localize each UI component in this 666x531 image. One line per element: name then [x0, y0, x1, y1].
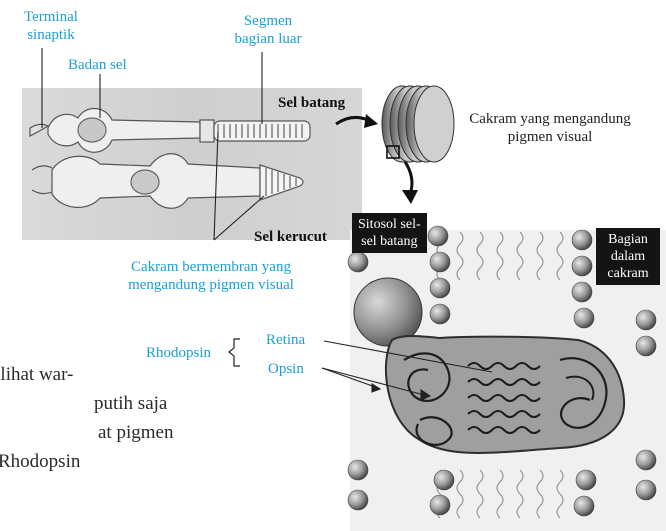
label-cakram-line1: Cakram yang mengandung [450, 110, 650, 128]
label-terminal-sinaptik: Terminal sinaptik [24, 8, 78, 44]
disc-stack [382, 86, 454, 162]
arrow-down-to-membrane [402, 160, 418, 204]
body-text-fragment: elihat war- putih saja at pigmen Rhodops… [0, 360, 348, 490]
label-cakram-pigmen: Cakram yang mengandung pigmen visual [450, 110, 650, 146]
body-text-line-3: at pigmen [98, 418, 173, 447]
label-bermembran-line1: Cakram bermembran yang [86, 258, 336, 276]
label-segmen-line2: bagian luar [218, 30, 318, 48]
label-bagian-dalam: Bagian dalam cakram [596, 228, 660, 285]
label-bermembran-line2: mengandung pigmen visual [86, 276, 336, 294]
label-segmen-line1: Segmen [218, 12, 318, 30]
label-terminal-line1: Terminal [24, 8, 78, 26]
label-sitosol-line1: Sitosol sel- [358, 216, 421, 233]
label-segmen-bagian-luar: Segmen bagian luar [218, 12, 318, 48]
label-bagian-line1: Bagian [602, 231, 654, 248]
body-text-line-1: elihat war- [0, 360, 73, 389]
label-sitosol: Sitosol sel- sel batang [352, 213, 427, 253]
body-text-line-4: Rhodopsin [0, 447, 80, 476]
label-sitosol-line2: sel batang [358, 233, 421, 250]
label-cakram-bermembran: Cakram bermembran yang mengandung pigmen… [86, 258, 336, 294]
label-terminal-line2: sinaptik [24, 26, 78, 44]
label-badan-sel: Badan sel [68, 56, 127, 74]
label-bagian-line2: dalam [602, 248, 654, 265]
label-bagian-line3: cakram [602, 265, 654, 282]
label-retina: Retina [266, 331, 305, 349]
body-text-line-2: putih saja [94, 389, 167, 418]
label-cakram-line2: pigmen visual [450, 128, 650, 146]
label-sel-kerucut: Sel kerucut [254, 228, 327, 246]
label-sel-batang: Sel batang [278, 94, 345, 112]
